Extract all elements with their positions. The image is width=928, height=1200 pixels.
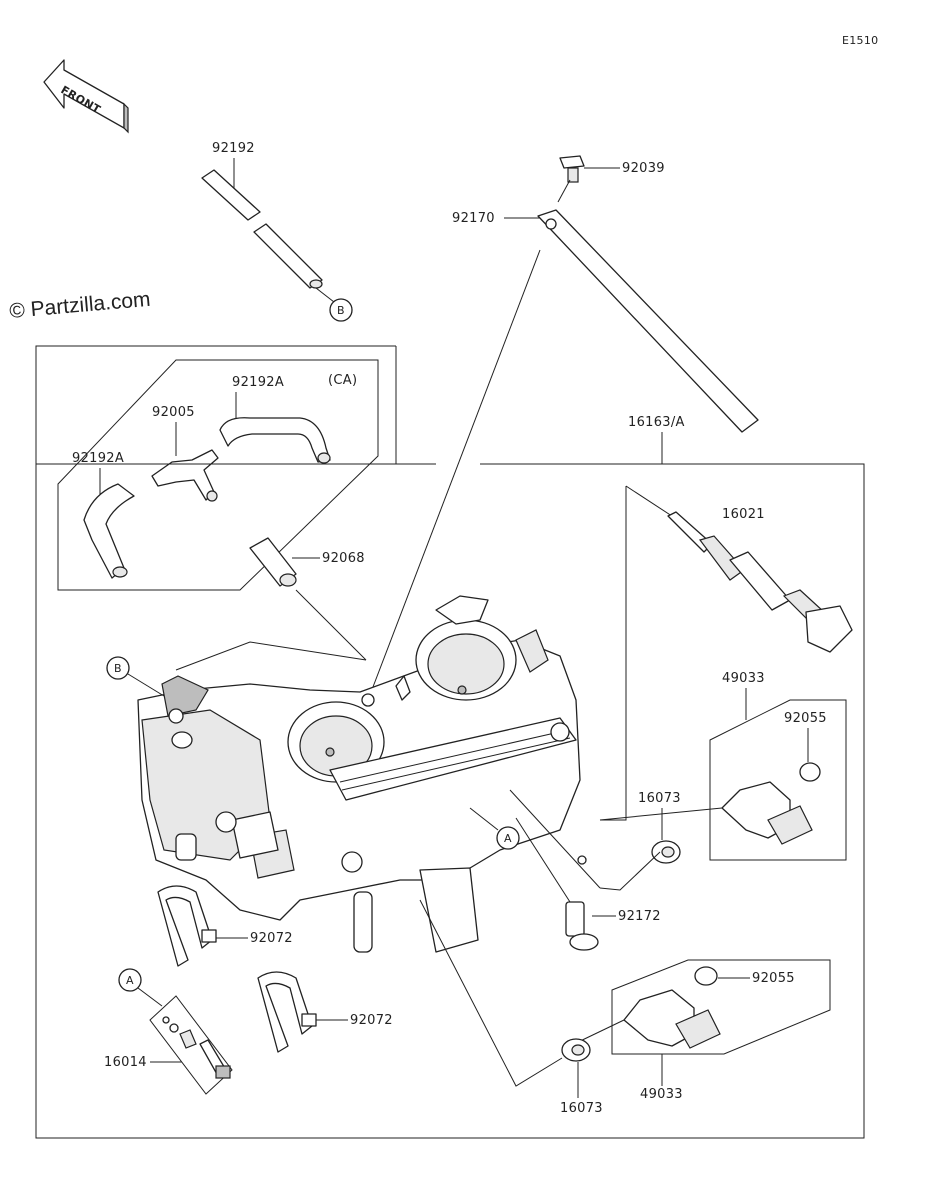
label-16021: 16021 [722,507,765,522]
callout-b-body: B [106,656,165,697]
washer-16073-right: 16073 [509,789,681,891]
throttle-body [137,595,587,953]
cap-92068: 92068 [175,537,367,671]
callout-b-text: B [337,304,345,317]
watermark: © Partzilla.com [8,288,151,323]
injector-49033-bottom: 92055 49033 [573,959,831,1102]
label-92192: 92192 [212,141,255,156]
label-92055-top: 92055 [784,711,827,726]
svg-text:B: B [114,662,122,675]
label-16073-bottom: 16073 [560,1101,603,1116]
callout-a-body: A [469,807,520,850]
label-92172: 92172 [618,909,661,924]
label-92039: 92039 [622,161,665,176]
label-92170: 92170 [452,211,495,226]
injector-49033-top: 49033 92055 [599,671,847,861]
svg-text:A: A [504,832,512,845]
ca-variant-box: (CA) 92192A 92005 92192A [57,359,379,591]
label-92072-b: 92072 [350,1013,393,1028]
stay-92170: 92170 [367,179,759,701]
label-92192a-left: 92192A [72,451,124,466]
pin-92172: 92172 [515,817,661,951]
callout-a-kit [118,968,142,992]
svg-text:A: A [126,974,134,987]
main-assembly-frame: 16163/A [35,345,865,1139]
callout-b-top [329,298,353,322]
sensor-16021: 16021 [600,485,853,821]
label-16163a: 16163/A [628,415,685,430]
label-16073-right: 16073 [638,791,681,806]
label-49033-top: 49033 [722,671,765,686]
screw-92039: 92039 [559,155,665,183]
label-16014: 16014 [104,1055,147,1070]
clamp-92072-b: 92072 [257,971,393,1053]
ca-label: (CA) [328,373,357,388]
front-arrow-icon: FRONT [43,59,129,134]
screw-kit-16014: A 16014 [104,968,233,1095]
label-92055-bottom: 92055 [752,971,795,986]
label-49033-bottom: 49033 [640,1087,683,1102]
diagram-code: E1510 [842,34,878,47]
clamp-92072-a: 92072 [157,885,293,967]
washer-16073-bottom: 16073 [419,899,603,1116]
label-92072-a: 92072 [250,931,293,946]
label-92068: 92068 [322,551,365,566]
label-92192a-top: 92192A [232,375,284,390]
label-92005: 92005 [152,405,195,420]
hose-92192: 92192 B [201,141,353,322]
